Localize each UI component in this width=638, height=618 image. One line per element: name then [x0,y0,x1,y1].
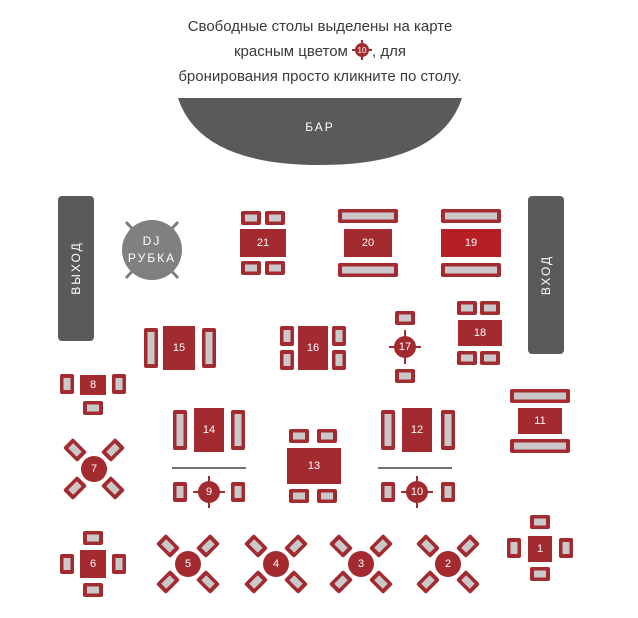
legend-line-2-end: , для [372,43,407,60]
dj-label-line1: DJ [143,234,162,248]
exit-label: ВЫХОД [69,241,83,294]
table-20[interactable]: 20 [338,209,398,277]
table-number: 15 [173,342,185,354]
entrance-label: ВХОД [539,255,553,295]
table-14[interactable]: 14 [173,408,245,452]
legend-line-1: Свободные столы выделены на карте [187,18,453,35]
legend-text: Свободные столы выделены на карте красны… [130,14,510,89]
free-table-marker-icon: 10 [352,40,373,61]
table-number: 5 [185,558,191,570]
bar-zone: БАР [178,98,462,165]
table-number: 9 [206,486,212,498]
table-5[interactable]: 5 [155,533,221,595]
legend-line-2: красным цветом 10 , для [130,39,510,64]
free-table-marker-number: 10 [358,46,367,55]
table-number: 4 [273,558,279,570]
table-number: 20 [362,237,374,249]
table-15[interactable]: 15 [144,326,216,370]
table-number: 6 [90,558,96,570]
table-number: 1 [537,543,543,555]
table-number: 16 [307,342,319,354]
table-number: 19 [465,237,477,249]
exit-zone: ВЫХОД [58,196,94,341]
dj-booth: DJ РУБКА [122,220,182,280]
table-10[interactable]: 10 [381,476,455,508]
table-number: 10 [411,486,423,498]
table-8[interactable]: 8 [60,374,126,415]
table-16[interactable]: 16 [280,326,346,370]
table-12[interactable]: 12 [381,408,455,452]
table-number: 21 [257,237,269,249]
table-number: 3 [358,558,364,570]
dj-label-line2: РУБКА [128,251,176,265]
table-3[interactable]: 3 [328,533,394,595]
table-17[interactable]: 17 [389,311,421,383]
table-number: 8 [90,379,96,391]
table-19[interactable]: 19 [441,209,501,277]
table-number: 12 [411,424,423,436]
table-number: 13 [308,460,320,472]
table-6[interactable]: 6 [60,531,126,597]
table-18[interactable]: 18 [457,301,502,365]
table-number: 2 [445,558,451,570]
table-number: 7 [91,463,97,475]
legend-line-3: бронирования просто кликните по столу. [178,68,462,85]
entrance-zone: ВХОД [528,196,564,354]
table-21[interactable]: 21 [240,211,286,275]
legend-line-2-start: красным цветом [233,43,348,60]
table-7[interactable]: 7 [62,437,126,501]
bar-label: БАР [305,120,335,134]
table-9[interactable]: 9 [173,476,245,508]
table-number: 14 [203,424,215,436]
table-number: 18 [474,327,486,339]
table-2[interactable]: 2 [415,533,481,595]
table-1[interactable]: 1 [507,515,573,581]
table-number: 11 [534,415,545,427]
table-4[interactable]: 4 [243,533,309,595]
table-11[interactable]: 11 [510,389,570,453]
table-number: 17 [399,341,411,353]
table-13[interactable]: 13 [287,429,341,503]
